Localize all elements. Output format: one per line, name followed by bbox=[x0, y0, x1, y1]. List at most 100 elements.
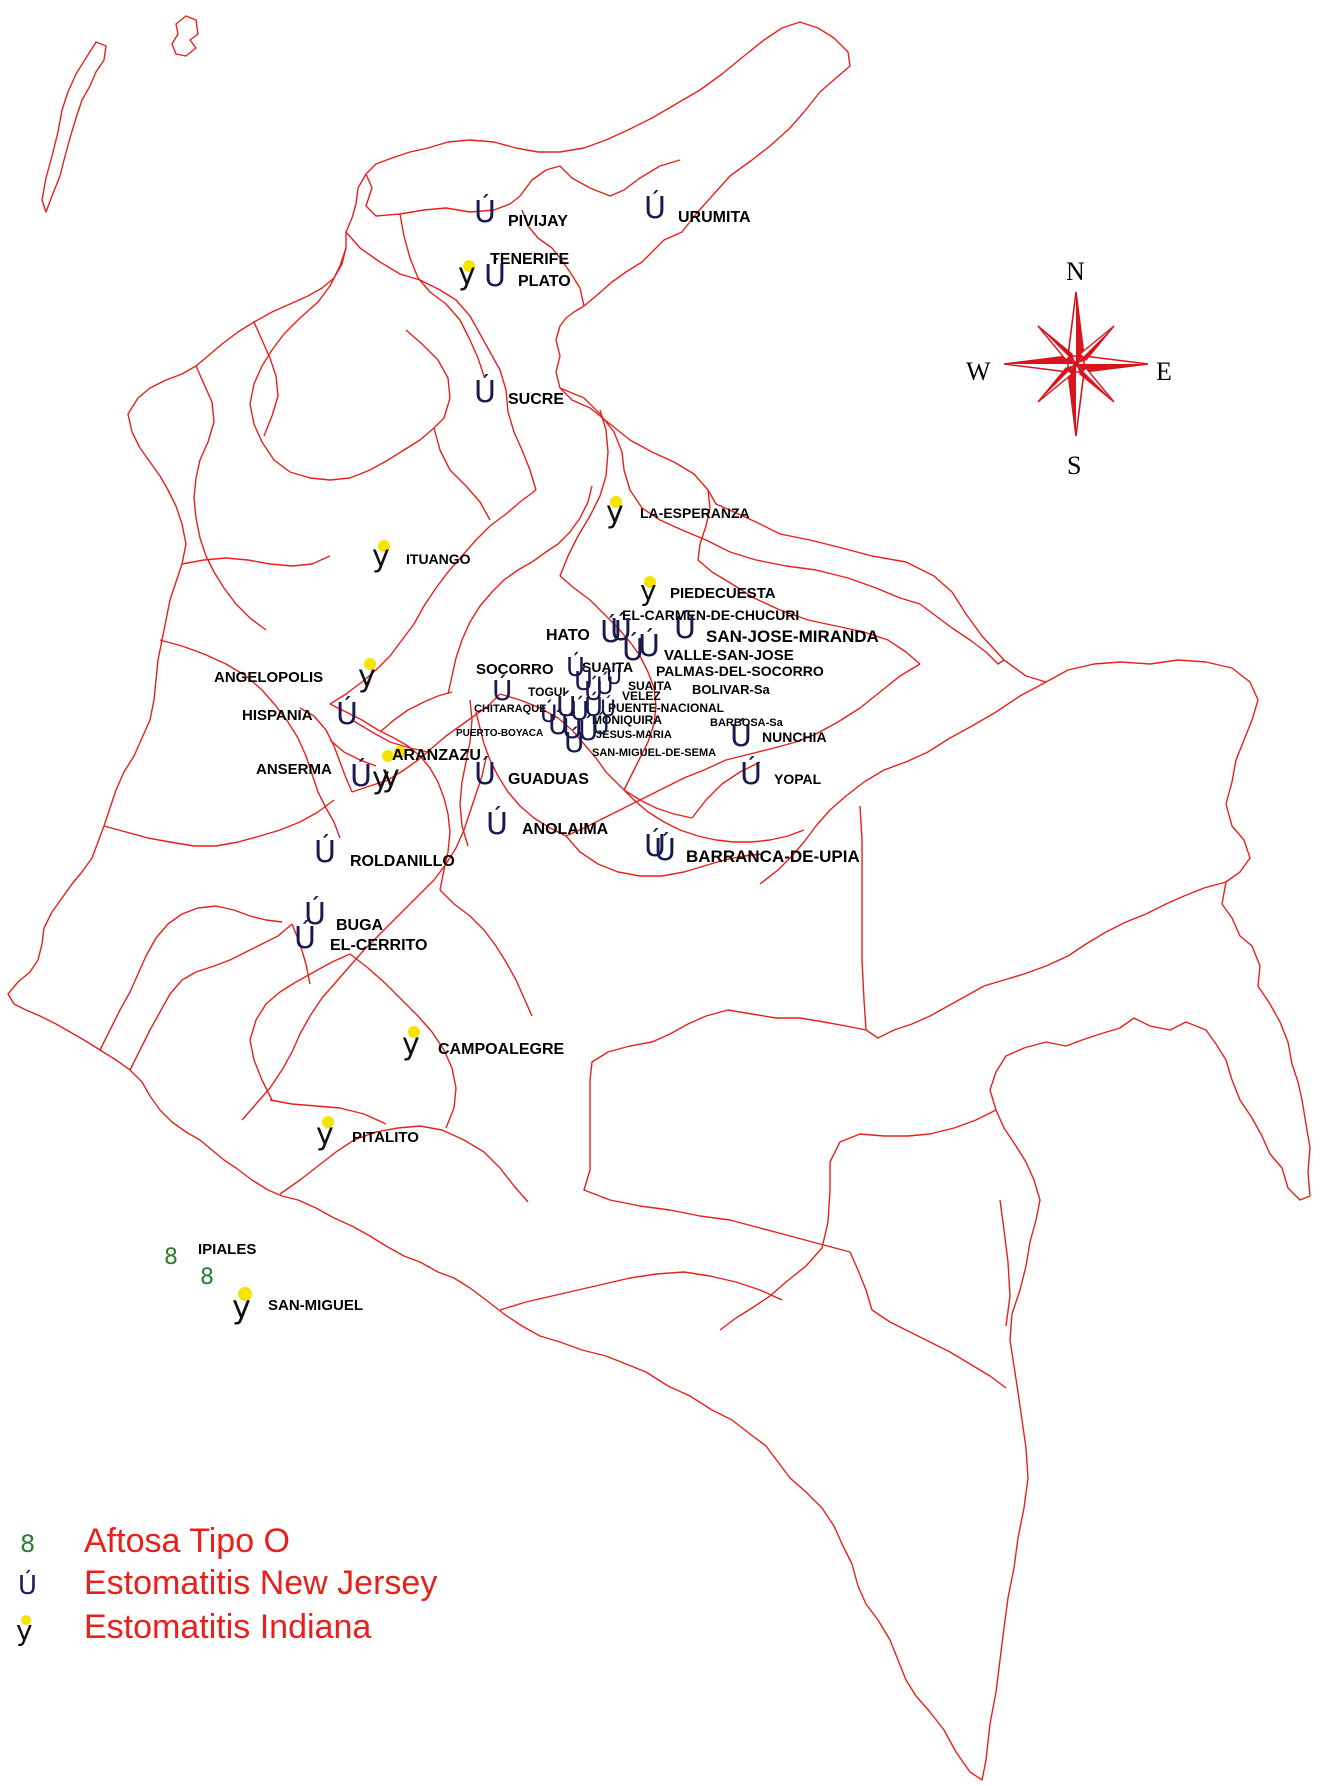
dept-line bbox=[447, 561, 533, 695]
place-label: IPIALES bbox=[198, 1241, 256, 1258]
place-label: NUNCHIA bbox=[762, 729, 827, 745]
dept-line bbox=[103, 799, 335, 847]
marker-indiana-icon: y bbox=[316, 1117, 334, 1152]
dept-line bbox=[399, 213, 485, 377]
place-label: MONIQUIRA bbox=[592, 713, 662, 727]
marker-new-jersey-icon: Ú bbox=[740, 755, 762, 792]
place-label: ROLDANILLO bbox=[350, 853, 455, 870]
place-label: SAN-JOSE-MIRANDA bbox=[706, 627, 879, 646]
dept-line bbox=[351, 719, 429, 753]
place-label: PUERTO-BOYACA bbox=[456, 728, 543, 739]
dept-line bbox=[865, 881, 1227, 1039]
place-label: SAN-MIGUEL bbox=[268, 1297, 363, 1314]
legend-aftosa-label: Aftosa Tipo O bbox=[84, 1522, 290, 1560]
dept-line bbox=[605, 771, 805, 843]
marker-new-jersey-icon: Ú bbox=[564, 725, 585, 759]
dept-line bbox=[691, 761, 761, 819]
place-label: SUAITA bbox=[582, 659, 633, 675]
legend-new-jersey-label: Estomatitis New Jersey bbox=[84, 1564, 437, 1602]
dept-line bbox=[329, 739, 377, 767]
marker-new-jersey-icon: Ú bbox=[474, 755, 496, 792]
place-label: CAMPOALEGRE bbox=[438, 1041, 565, 1058]
dept-line bbox=[759, 681, 1047, 885]
dept-line bbox=[859, 805, 867, 1031]
marker-indiana-icon: y bbox=[358, 659, 376, 694]
dept-line bbox=[329, 489, 537, 705]
place-label: PUENTE-NACIONAL bbox=[608, 701, 724, 715]
marker-indiana-icon: y bbox=[640, 574, 657, 607]
dept-line bbox=[269, 1099, 387, 1125]
place-label: TENERIFE bbox=[490, 251, 569, 268]
place-label: BARBOSA-Sa bbox=[710, 717, 784, 729]
outbreak-markers: Ú PIVIJAY Ú URUMITA y Ú TENERIFE PLATO Ú… bbox=[164, 189, 879, 1326]
marker-new-jersey-icon: Ú bbox=[638, 627, 660, 664]
dept-line bbox=[499, 1271, 783, 1311]
place-label: VELEZ bbox=[622, 689, 661, 703]
place-label: ANOLAIMA bbox=[522, 821, 609, 838]
dept-line bbox=[559, 575, 657, 791]
marker-indiana-icon: y bbox=[606, 495, 624, 530]
department-borders bbox=[7, 15, 1311, 1781]
marker-indiana-icon: y bbox=[372, 761, 390, 796]
dept-line bbox=[475, 711, 567, 837]
marker-new-jersey-icon: Ú bbox=[570, 695, 589, 727]
map-legend: 8 Aftosa Tipo O Ú Estomatitis New Jersey… bbox=[16, 1522, 437, 1647]
dept-line bbox=[565, 663, 921, 837]
marker-new-jersey-icon: Ú bbox=[314, 833, 336, 870]
marker-new-jersey-icon: Ú bbox=[610, 611, 632, 648]
dept-line bbox=[871, 1309, 1007, 1389]
dept-line bbox=[299, 707, 353, 793]
dept-line bbox=[919, 603, 1005, 665]
marker-aftosa-icon: 8 bbox=[200, 1265, 214, 1290]
place-label: JESUS-MARIA bbox=[596, 729, 672, 741]
compass-north-label: N bbox=[1066, 257, 1085, 286]
dept-line bbox=[345, 231, 537, 491]
marker-new-jersey-icon: Ú bbox=[674, 609, 696, 646]
country-outline bbox=[7, 21, 1311, 1781]
compass-rose-icon bbox=[1003, 291, 1149, 437]
dept-line bbox=[99, 905, 283, 1051]
place-label: BUGA bbox=[336, 917, 384, 934]
marker-new-jersey-icon: Ú bbox=[484, 257, 506, 294]
dept-line bbox=[499, 693, 607, 773]
dept-line bbox=[559, 409, 609, 577]
legend-new-jersey-icon: Ú bbox=[18, 1569, 37, 1601]
marker-indiana-icon: y bbox=[458, 257, 476, 292]
place-label: ANGELOPOLIS bbox=[214, 669, 323, 686]
marker-new-jersey-icon: Ú bbox=[654, 831, 676, 868]
dept-line bbox=[589, 1009, 867, 1081]
dept-line bbox=[181, 555, 331, 567]
marker-new-jersey-icon: Ú bbox=[644, 827, 666, 864]
dept-line bbox=[459, 699, 473, 847]
dept-line bbox=[697, 489, 921, 665]
place-label: HISPANIA bbox=[242, 707, 313, 724]
dept-line bbox=[249, 247, 435, 481]
dept-line bbox=[559, 159, 681, 197]
dept-line bbox=[329, 703, 451, 891]
dept-line bbox=[351, 693, 501, 793]
marker-indiana-icon: y bbox=[372, 539, 390, 574]
dept-line bbox=[719, 1109, 997, 1331]
dept-line bbox=[379, 691, 453, 733]
dept-line bbox=[439, 889, 533, 1017]
marker-indiana-icon: y bbox=[232, 1288, 251, 1326]
island-providencia bbox=[171, 15, 199, 57]
marker-new-jersey-icon: Ú bbox=[730, 717, 752, 754]
marker-new-jersey-icon: Ú bbox=[548, 707, 569, 741]
place-label: ITUANGO bbox=[406, 551, 471, 567]
place-label: PIVIJAY bbox=[508, 213, 568, 230]
island-san-andres bbox=[41, 41, 107, 213]
marker-new-jersey-icon: Ú bbox=[562, 711, 583, 745]
marker-new-jersey-icon: Ú bbox=[304, 895, 326, 932]
marker-new-jersey-icon: Ú bbox=[600, 613, 622, 650]
marker-new-jersey-icon: Ú bbox=[474, 373, 496, 410]
marker-new-jersey-icon: Ú bbox=[584, 675, 603, 707]
place-label: BOLIVAR-Sa bbox=[692, 682, 771, 697]
place-label: GUADUAS bbox=[508, 771, 589, 788]
place-label: ARANZAZU bbox=[392, 747, 481, 764]
marker-indiana-icon: y bbox=[382, 759, 400, 794]
dept-line bbox=[365, 165, 561, 217]
dept-line bbox=[193, 365, 267, 631]
marker-new-jersey-icon: Ú bbox=[600, 696, 616, 722]
